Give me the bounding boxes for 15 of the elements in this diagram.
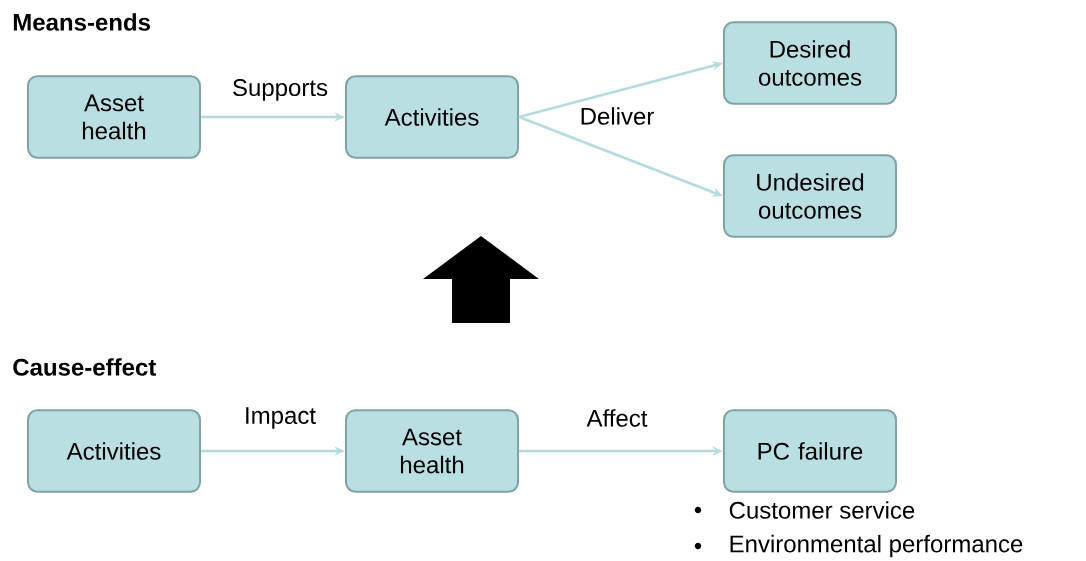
edge-label: Affect — [586, 409, 648, 427]
process-box: Activities — [27, 409, 201, 493]
bullet-item: Environmental performance — [730, 534, 1023, 558]
section-heading: Cause-effect — [13, 358, 156, 376]
process-box: Undesired outcomes — [723, 154, 897, 238]
process-box: PC failure — [723, 409, 897, 493]
process-box: Desired outcomes — [723, 21, 897, 105]
process-box: Asset health — [27, 75, 201, 159]
edge-label: Impact — [246, 407, 316, 429]
edge-label: Supports — [233, 79, 328, 101]
section-heading: Means-ends — [13, 13, 150, 31]
bullet-item: Customer service — [729, 501, 915, 519]
process-box: Activities — [345, 75, 519, 159]
process-box: Asset health — [345, 409, 519, 493]
edge-label: Deliver — [581, 107, 654, 125]
